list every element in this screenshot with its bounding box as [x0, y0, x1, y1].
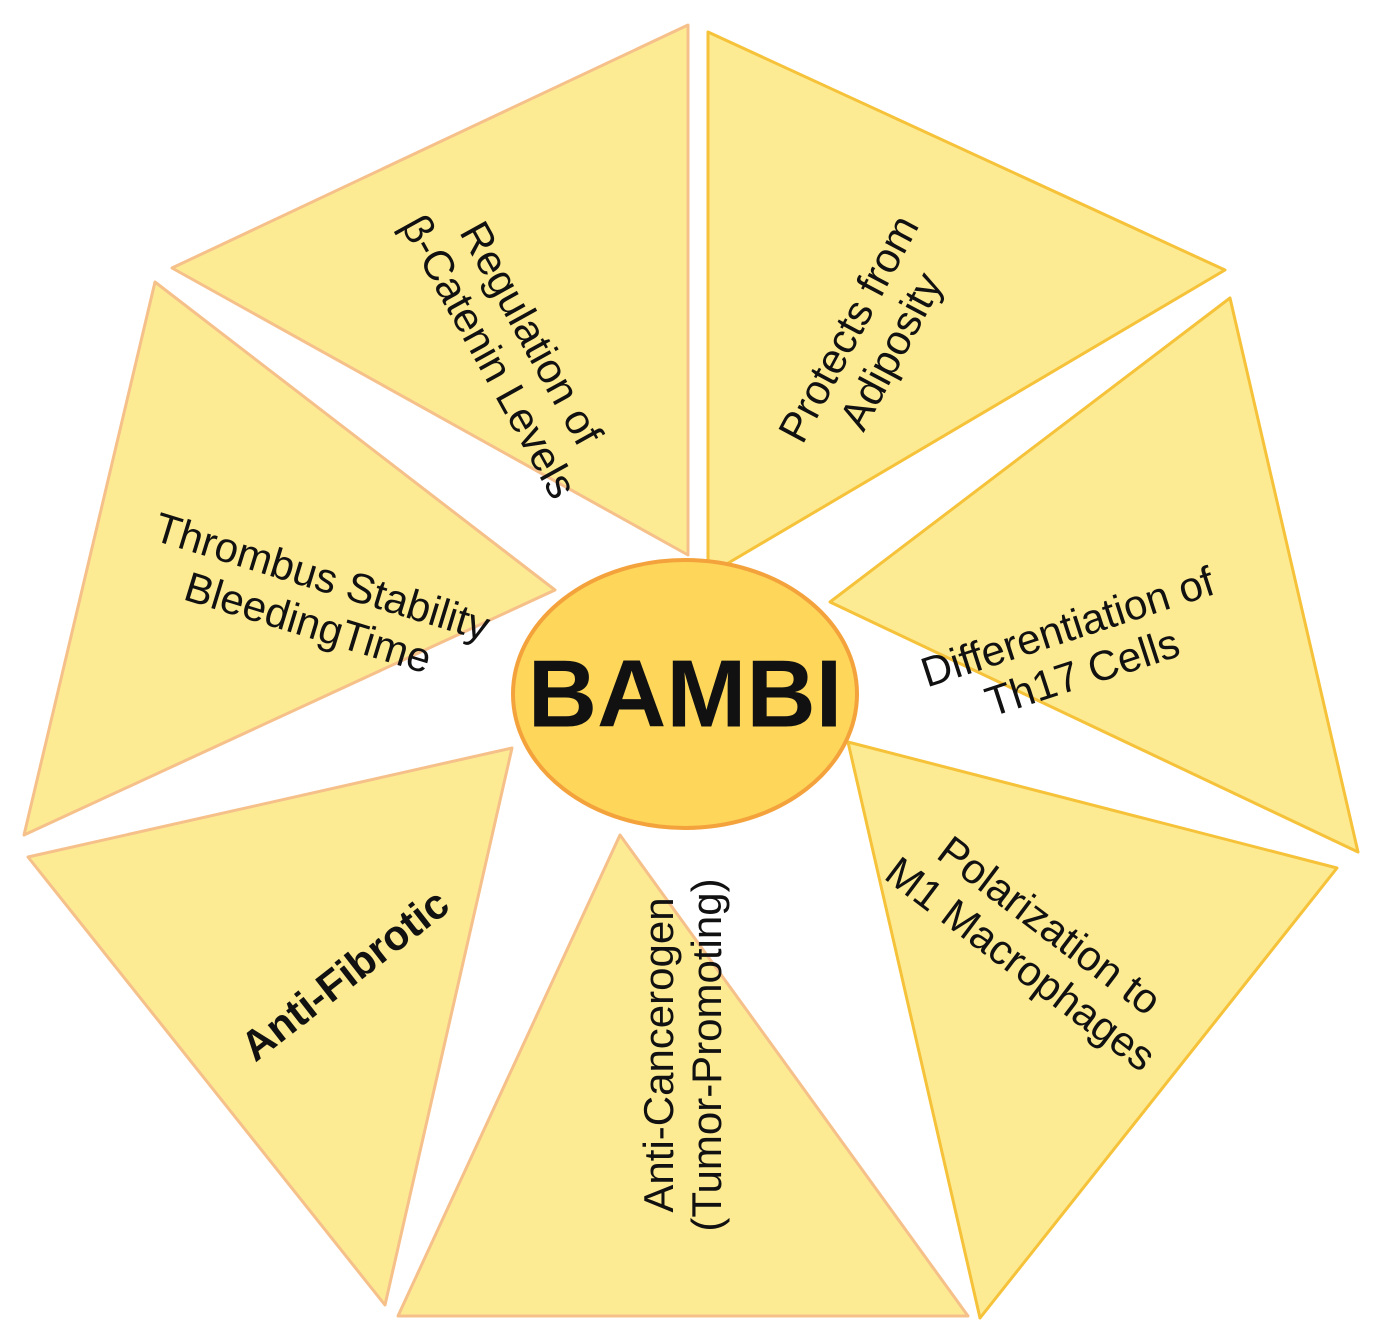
segment-beta-catenin: Regulation ofβ-Catenin Levels [170, 23, 690, 557]
segment-adiposity: Protects fromAdiposity [706, 30, 1227, 577]
segment-thrombus: Thrombus StabilityBleedingTime [22, 280, 557, 837]
segment-label-line: (Tumor-Promoting) [683, 878, 730, 1231]
segment-th17: Differentiation ofTh17 Cells [828, 296, 1360, 854]
segment-shape-beta-catenin [170, 23, 690, 557]
center-ellipse [511, 558, 859, 830]
segment-m1: Polarization toM1 Macrophages [846, 740, 1339, 1320]
segment-shape-anti-cancerogen [396, 833, 970, 1318]
segment-shape-th17 [828, 296, 1360, 854]
segment-shape-m1 [846, 740, 1339, 1320]
segment-shape-anti-fibrotic [26, 746, 514, 1307]
segment-label-anti-cancerogen: Anti-Cancerogen(Tumor-Promoting) [635, 878, 730, 1231]
center-label: BAMBI [528, 641, 843, 748]
segment-anti-fibrotic: Anti-Fibrotic [26, 746, 514, 1307]
segment-label-line: Anti-Cancerogen [635, 897, 682, 1212]
segment-anti-cancerogen: Anti-Cancerogen(Tumor-Promoting) [396, 833, 970, 1318]
segment-shape-thrombus [22, 280, 557, 837]
segment-shape-adiposity [706, 30, 1227, 577]
